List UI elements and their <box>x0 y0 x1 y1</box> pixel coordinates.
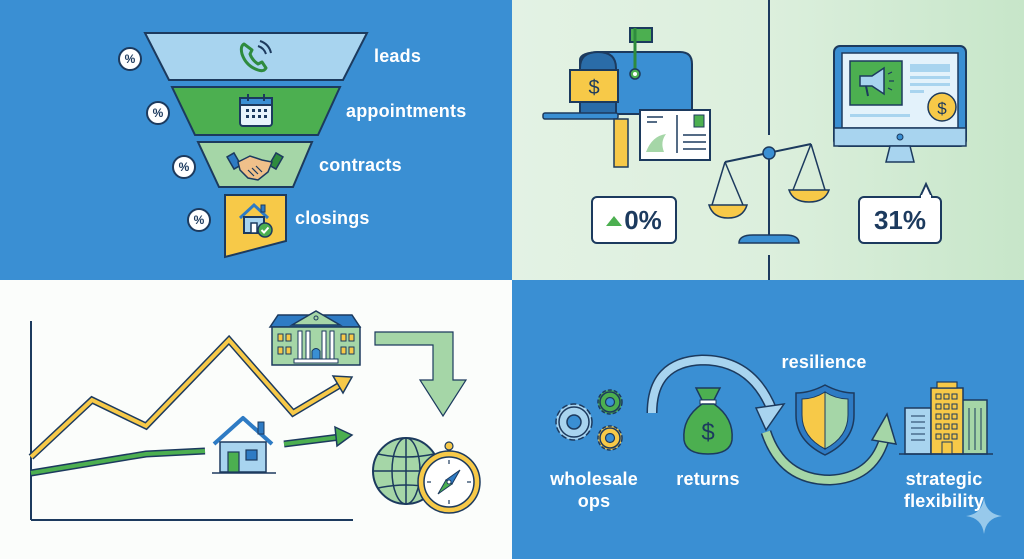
stat-box-left: 0% <box>591 196 677 244</box>
label-line: wholesale <box>550 469 638 489</box>
percent-badge: % <box>187 208 211 232</box>
percent-badge: % <box>172 155 196 179</box>
speech-tail <box>918 181 934 199</box>
percent-badge: % <box>146 101 170 125</box>
shield-icon <box>795 384 855 456</box>
buildings-icon <box>899 381 993 455</box>
handshake-icon <box>226 151 284 181</box>
label-line: ops <box>577 491 611 511</box>
growth-chart <box>28 321 468 521</box>
stage-label-appointments: appointments <box>346 101 467 121</box>
stat-value-right: 31% <box>873 204 927 235</box>
up-triangle-icon <box>606 216 623 226</box>
cycle-label-strategic-flexibility: strategic flexibility <box>894 468 994 512</box>
money-bag-icon: $ <box>683 387 733 455</box>
funnel-panel: % % % % leads appointments contracts clo… <box>0 0 512 280</box>
cycle-label-resilience: resilience <box>781 352 867 372</box>
house-icon <box>212 416 276 474</box>
stage-label-contracts: contracts <box>319 155 402 175</box>
cycle-panel: $ wholesale ops returns resilience strat… <box>512 280 1024 559</box>
label-line: strategic <box>905 469 983 489</box>
svg-text:$: $ <box>588 77 599 99</box>
phone-icon <box>239 40 272 73</box>
sparkle-icon <box>966 498 1002 534</box>
cycle-label-returns: returns <box>676 469 740 489</box>
monitor-megaphone-icon: $ <box>833 45 967 163</box>
stat-value-left: 0% <box>624 204 662 235</box>
cycle-label-wholesale-ops: wholesale ops <box>542 468 646 512</box>
balance-scale-icon <box>707 143 831 244</box>
stat-box-right: 31% <box>858 196 942 244</box>
stage-label-leads: leads <box>374 46 422 66</box>
label-line: flexibility <box>903 491 985 511</box>
svg-text:$: $ <box>701 419 714 446</box>
cycle-arrows <box>646 354 898 486</box>
divider-line <box>768 0 770 280</box>
compass-icon <box>417 441 481 514</box>
stage-label-closings: closings <box>295 208 370 228</box>
comparison-panel: $ 0% <box>512 0 1024 280</box>
calendar-icon <box>239 94 273 127</box>
mailbox-icon: $ <box>542 27 711 168</box>
percent-badge: % <box>118 47 142 71</box>
svg-text:$: $ <box>937 99 947 118</box>
growth-panel <box>0 280 512 559</box>
gears-icon <box>555 389 623 451</box>
house-check-icon <box>238 202 273 238</box>
bank-building-icon <box>268 310 362 366</box>
